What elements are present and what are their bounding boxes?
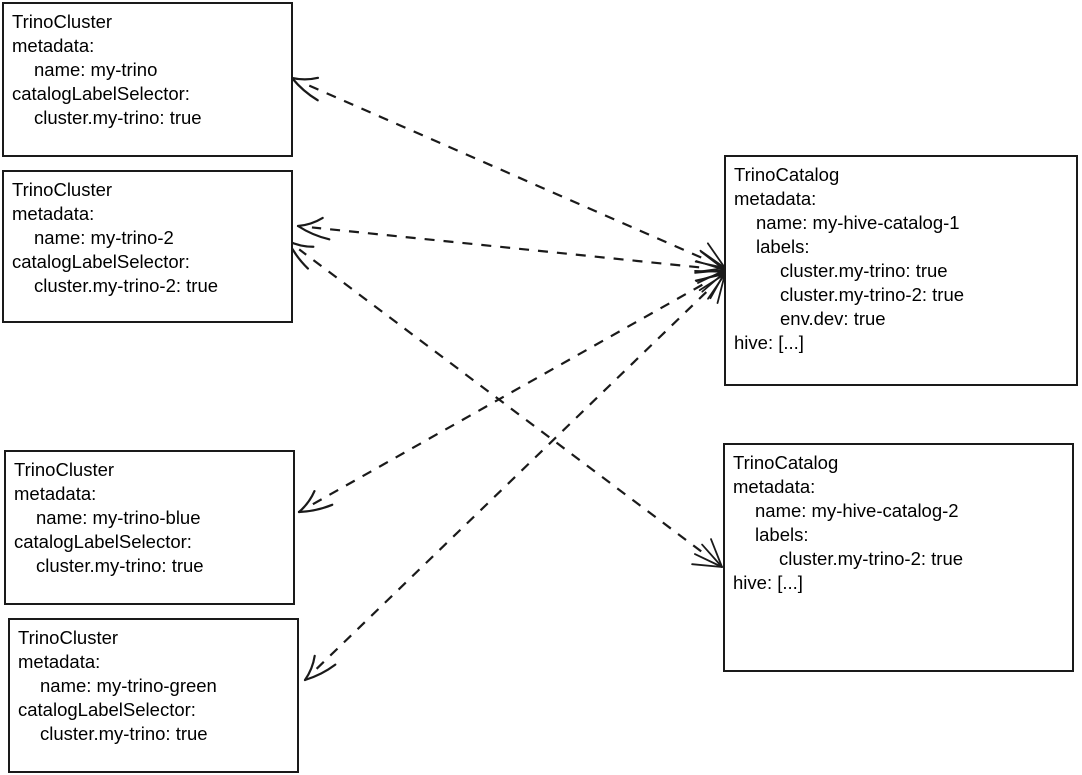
node-cluster-my-trino[interactable]: TrinoCluster metadata: name: my-trino catal…	[2, 2, 293, 157]
node-text-line: name: my-trino-green	[40, 675, 217, 696]
node-text-line: env.dev: true	[780, 308, 886, 329]
node-text-line: catalogLabelSelector:	[14, 531, 192, 552]
node-text-line: name: my-trino	[34, 59, 158, 80]
node-cluster-my-trino-2[interactable]: TrinoCluster metadata: name: my-trino-2 cat…	[2, 170, 293, 323]
node-kind-label: TrinoCatalog	[734, 164, 840, 185]
node-cluster-my-trino-blue[interactable]: TrinoCluster metadata: name: my-trino-blue…	[4, 450, 295, 605]
edge-catalog1-to-cluster-my-trino	[290, 76, 726, 273]
node-text-line: cluster.my-trino: true	[40, 723, 208, 744]
node-kind-label: TrinoCluster	[12, 11, 113, 32]
node-text-line: hive: [...]	[734, 332, 804, 353]
node-text-line: cluster.my-trino-2: true	[34, 275, 219, 296]
node-text-line: catalogLabelSelector:	[12, 83, 190, 104]
node-kind-label: TrinoCluster	[12, 179, 113, 200]
node-text-line: catalogLabelSelector:	[18, 699, 196, 720]
node-text-line: metadata:	[734, 188, 817, 209]
node-kind-label: TrinoCluster	[18, 627, 119, 648]
node-catalog-my-hive-catalog-1[interactable]: TrinoCatalog metadata: name: my-hive-catal…	[724, 155, 1078, 386]
edge-catalog1-to-cluster-my-trino-blue	[297, 269, 726, 514]
node-text-line: cluster.my-trino: true	[34, 107, 202, 128]
node-text-line: name: my-trino-blue	[36, 507, 201, 528]
node-text-line: name: my-hive-catalog-2	[755, 500, 959, 521]
node-text-line: labels:	[756, 236, 810, 257]
node-text-line: cluster.my-trino: true	[780, 260, 948, 281]
node-text-line: name: my-hive-catalog-1	[756, 212, 960, 233]
edge-catalog1-to-cluster-my-trino-2	[296, 216, 726, 284]
node-cluster-my-trino-green[interactable]: TrinoCluster metadata: name: my-trino-gree…	[8, 618, 299, 773]
node-catalog-my-hive-catalog-2[interactable]: TrinoCatalog metadata: name: my-hive-catal…	[723, 443, 1074, 672]
node-text-line: metadata:	[733, 476, 816, 497]
edge-catalog2-to-cluster-my-trino-2	[286, 239, 723, 568]
node-kind-label: TrinoCatalog	[733, 452, 839, 473]
node-text-line: labels:	[755, 524, 809, 545]
node-text-line: cluster.my-trino: true	[36, 555, 204, 576]
node-kind-label: TrinoCluster	[14, 459, 115, 480]
node-text-line: metadata:	[14, 483, 97, 504]
edge-catalog1-to-cluster-my-trino-green	[303, 273, 726, 682]
node-text-line: name: my-trino-2	[34, 227, 174, 248]
node-text-line: cluster.my-trino-2: true	[780, 284, 965, 305]
node-text-line: cluster.my-trino-2: true	[779, 548, 964, 569]
node-text-line: metadata:	[12, 35, 95, 56]
node-text-line: hive: [...]	[733, 572, 803, 593]
node-text-line: metadata:	[12, 203, 95, 224]
node-text-line: catalogLabelSelector:	[12, 251, 190, 272]
node-text-line: metadata:	[18, 651, 101, 672]
